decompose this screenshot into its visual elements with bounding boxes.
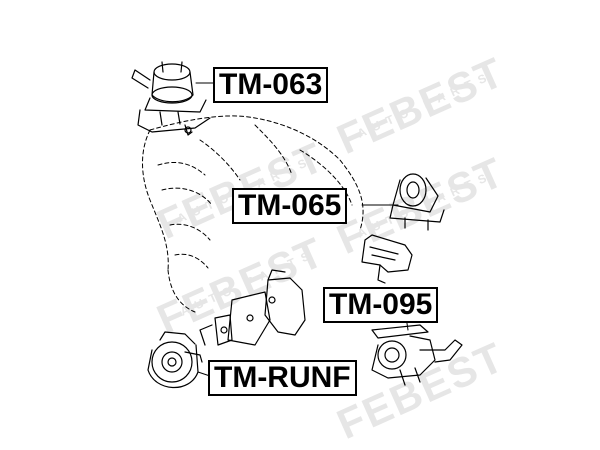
tm-095-upper-bracket-drawing bbox=[361, 234, 413, 284]
part-label-tm-runf: TM-RUNF bbox=[208, 360, 357, 396]
part-label-tm-063: TM-063 bbox=[213, 67, 329, 103]
engine-outline bbox=[142, 115, 364, 313]
tm-095-lower-mount-drawing bbox=[371, 324, 463, 386]
part-label-tm-065: TM-065 bbox=[232, 188, 348, 224]
tm-065-mount-drawing bbox=[389, 173, 445, 231]
part-label-tm-095: TM-095 bbox=[323, 287, 439, 323]
leader-lines bbox=[195, 82, 409, 377]
center-bracket-drawing bbox=[199, 269, 306, 346]
tm-063-mount-drawing bbox=[131, 61, 211, 136]
tm-runf-mount-drawing bbox=[147, 331, 203, 389]
